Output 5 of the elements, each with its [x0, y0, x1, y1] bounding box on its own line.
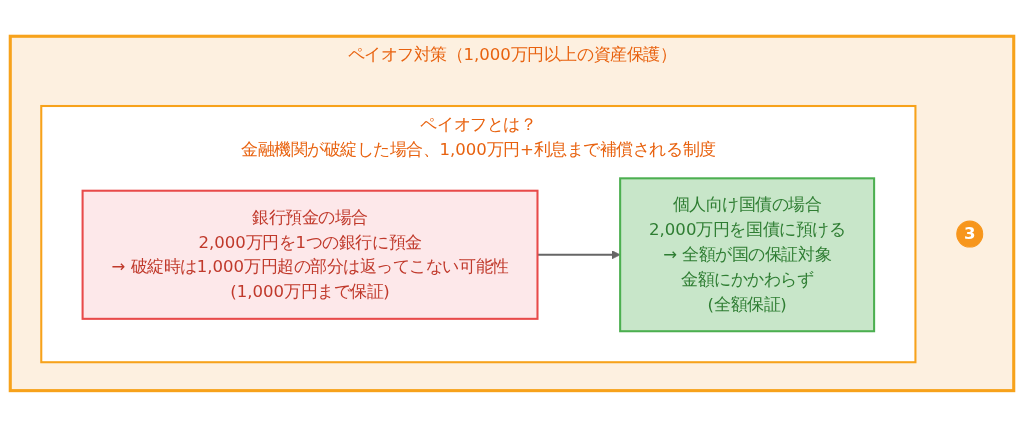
arrow	[537, 249, 621, 259]
node-circle	[956, 220, 984, 248]
node-box	[619, 176, 876, 332]
cluster	[40, 104, 917, 363]
node-box	[81, 189, 539, 320]
